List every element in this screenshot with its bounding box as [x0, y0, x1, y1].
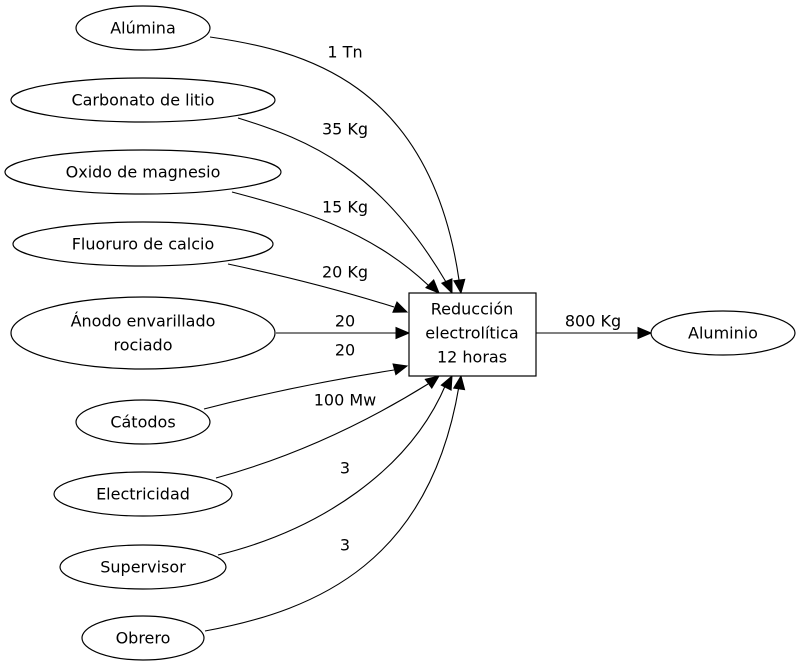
process-node: Reducción electrolítica 12 horas [408, 292, 537, 377]
input-ellipse [75, 5, 211, 51]
edge-label-oxido: 15 Kg [322, 198, 368, 217]
input-ellipse [12, 221, 274, 267]
edge-label-catodos: 20 [335, 341, 355, 360]
edges [203, 36, 653, 632]
input-node-alumina: Alúmina [75, 5, 211, 51]
input-node-supervisor: Supervisor [59, 544, 227, 590]
input-ellipse [10, 296, 276, 370]
edge-line [237, 117, 447, 283]
process-label: Reducción [431, 300, 514, 319]
edge-catodos [203, 363, 409, 410]
edge-anodo [276, 326, 411, 340]
edge-arrowhead [424, 375, 441, 390]
input-label: Obrero [116, 629, 171, 648]
edge-label-output: 800 Kg [565, 312, 621, 331]
edge-line [231, 191, 429, 286]
edge-arrowhead [440, 278, 453, 295]
input-node-oxido: Oxido de magnesio [4, 149, 282, 195]
input-node-electricidad: Electricidad [53, 471, 233, 517]
process-box [408, 292, 537, 377]
input-label: Cátodos [110, 413, 175, 432]
input-label: Supervisor [100, 558, 186, 577]
edge-label-obrero: 3 [340, 536, 350, 555]
edge-label-anodo: 20 [335, 312, 355, 331]
input-ellipse [53, 471, 233, 517]
input-label: Alúmina [110, 19, 176, 38]
edge-line [217, 383, 447, 556]
edge-arrowhead [392, 301, 409, 313]
output-label: Aluminio [688, 324, 758, 343]
input-ellipse [75, 399, 211, 445]
input-node-catodos: Cátodos [75, 399, 211, 445]
edge-arrowhead [425, 279, 440, 294]
edge-obrero [204, 374, 466, 632]
edge-arrowhead [637, 326, 653, 340]
edge-alumina [209, 36, 466, 295]
input-node-carbonato: Carbonato de litio [10, 77, 276, 123]
input-label: rociado [113, 336, 172, 355]
input-label: Oxido de magnesio [66, 163, 221, 182]
input-label: Fluoruro de calcio [72, 235, 215, 254]
input-node-anodo: Ánodo envarillado rociado [10, 296, 276, 370]
edge-fluoruro [227, 263, 409, 313]
edge-arrowhead [452, 374, 466, 391]
input-ellipse [59, 544, 227, 590]
edge-oxido [231, 191, 440, 294]
output-ellipse [650, 310, 796, 356]
edge-output [536, 326, 653, 340]
process-label: 12 horas [437, 348, 507, 367]
edge-supervisor [217, 374, 453, 556]
input-ellipse [81, 615, 205, 661]
edge-line [227, 263, 395, 308]
edge-arrowhead [453, 278, 466, 295]
edge-arrowhead [392, 363, 409, 376]
input-label: Electricidad [96, 485, 190, 504]
edge-line [215, 383, 429, 479]
input-ellipse [4, 149, 282, 195]
input-node-fluoruro: Fluoruro de calcio [12, 221, 274, 267]
input-ellipse [10, 77, 276, 123]
edge-label-electricidad: 100 Mw [314, 391, 377, 410]
output-node: Aluminio [650, 310, 796, 356]
process-label: electrolítica [425, 324, 518, 343]
edge-labels: 1 Tn 35 Kg 15 Kg 20 Kg 20 20 100 Mw 3 3 800 Kg [314, 43, 621, 555]
input-label: Ánodo envarillado [71, 312, 216, 331]
edge-carbonato [237, 117, 453, 295]
edge-label-carbonato: 35 Kg [322, 120, 368, 139]
input-label: Carbonato de litio [71, 91, 214, 110]
edge-label-alumina: 1 Tn [327, 43, 362, 62]
edge-line [209, 36, 460, 281]
edge-line [204, 385, 460, 632]
input-node-obrero: Obrero [81, 615, 205, 661]
edge-electricidad [215, 375, 441, 479]
edge-arrowhead [395, 326, 411, 340]
edge-arrowhead [440, 374, 453, 391]
edge-label-supervisor: 3 [340, 459, 350, 478]
edge-line [203, 369, 395, 410]
edge-label-fluoruro: 20 Kg [322, 263, 368, 282]
